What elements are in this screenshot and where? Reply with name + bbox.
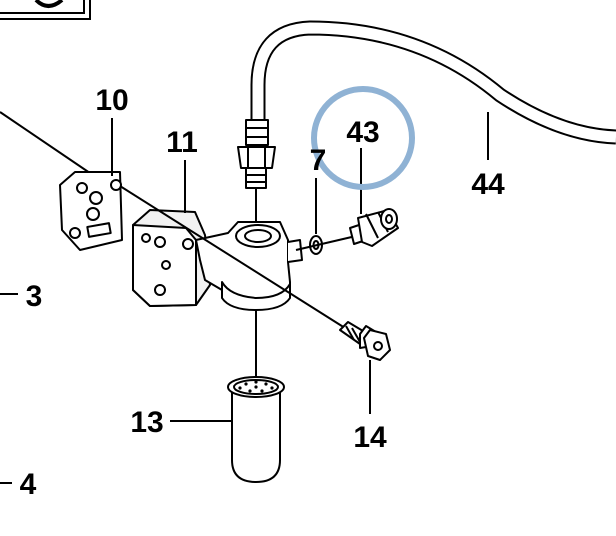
pipe-44[interactable] (250, 20, 616, 145)
callout-4: 4 (20, 468, 37, 501)
callout-3: 3 (26, 280, 43, 313)
pipe-union-fitting[interactable] (237, 119, 276, 225)
callout-44: 44 (471, 168, 505, 201)
callout-14: 14 (353, 421, 387, 454)
bolt-14[interactable] (339, 321, 391, 361)
cropped-box-frame (0, 0, 91, 20)
nipple-43[interactable] (349, 208, 399, 247)
callout-11: 11 (166, 126, 198, 159)
leader-through-head (119, 185, 346, 329)
filter-insert-13[interactable] (227, 376, 285, 483)
callout-43: 43 (346, 116, 379, 149)
callout-10: 10 (95, 84, 128, 117)
highlight-circle-43 (311, 86, 415, 190)
filter-head-11[interactable] (132, 209, 303, 311)
assembly-line-43 (295, 235, 357, 251)
callout-13: 13 (130, 406, 163, 439)
gasket-10[interactable] (59, 171, 123, 251)
callout-7: 7 (310, 144, 327, 177)
